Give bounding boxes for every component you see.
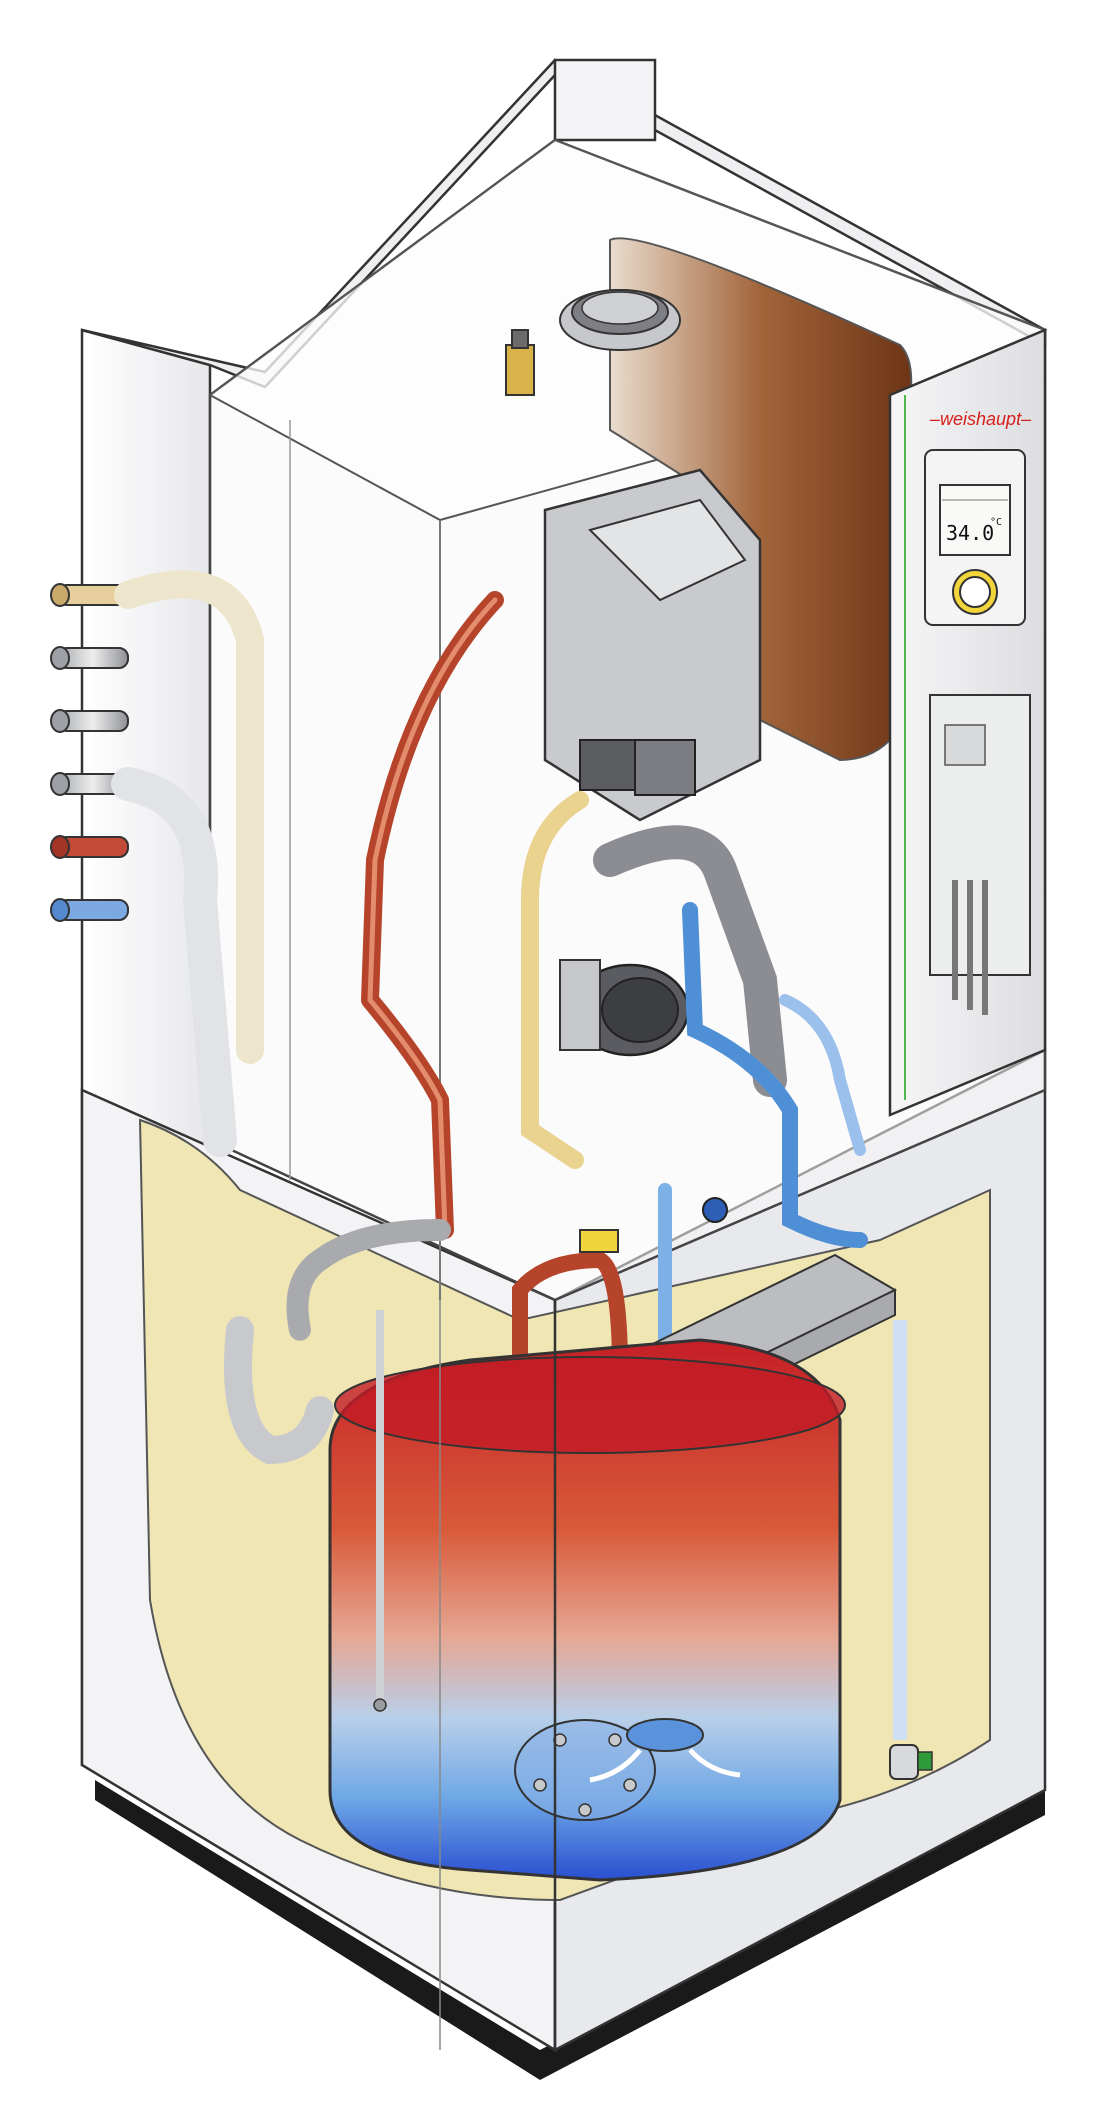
display-temperature-value: 34.0: [946, 521, 994, 545]
inlet-diffuser: [626, 1718, 704, 1752]
display-temperature-unit: °C: [990, 517, 1002, 528]
control-display-icon: 34.0 °C: [939, 484, 1011, 556]
svg-text:–weishaupt–: –weishaupt–: [929, 409, 1032, 429]
blue-return-pipe: [682, 902, 868, 1248]
flow-arrow-right: [688, 1748, 741, 1778]
copper-u-tube: [512, 1251, 628, 1388]
light-blue-pipe: [779, 994, 866, 1156]
storage-tank-icon: [328, 1338, 846, 1882]
flow-arrow-left: [589, 1748, 642, 1783]
gas-supply-pipe: [521, 791, 589, 1169]
blue-valve-cap: [702, 1197, 728, 1223]
air-vent-valve: [505, 329, 535, 396]
copper-flow-pipe-highlight: [367, 597, 498, 1233]
control-board-chip: [944, 724, 986, 766]
flue-collar: [559, 289, 681, 351]
control-cables: [952, 880, 988, 1015]
faded-return-pipe: [111, 767, 237, 1157]
anode-rod-tip: [373, 1698, 387, 1712]
condensate-siphon: [224, 1316, 334, 1465]
inspection-flange: [514, 1719, 656, 1821]
connection-pipes-icon: [50, 583, 129, 922]
faded-supply-pipe: [114, 570, 264, 1064]
circulation-pump-icon: [559, 959, 690, 1057]
flexible-condensate-hose: [286, 1219, 451, 1341]
rotary-knob-icon[interactable]: [952, 569, 998, 615]
fan-duct: [593, 825, 787, 1097]
brand-logo: –weishaupt–: [929, 409, 1032, 429]
yellow-sensor-plug: [579, 1229, 619, 1253]
control-unit: –weishaupt– 34.0 °C: [888, 328, 1047, 1117]
burner-assembly: [543, 468, 762, 822]
casing-top-rear-post: [553, 58, 657, 142]
drain-valve-icon: [889, 1744, 933, 1780]
